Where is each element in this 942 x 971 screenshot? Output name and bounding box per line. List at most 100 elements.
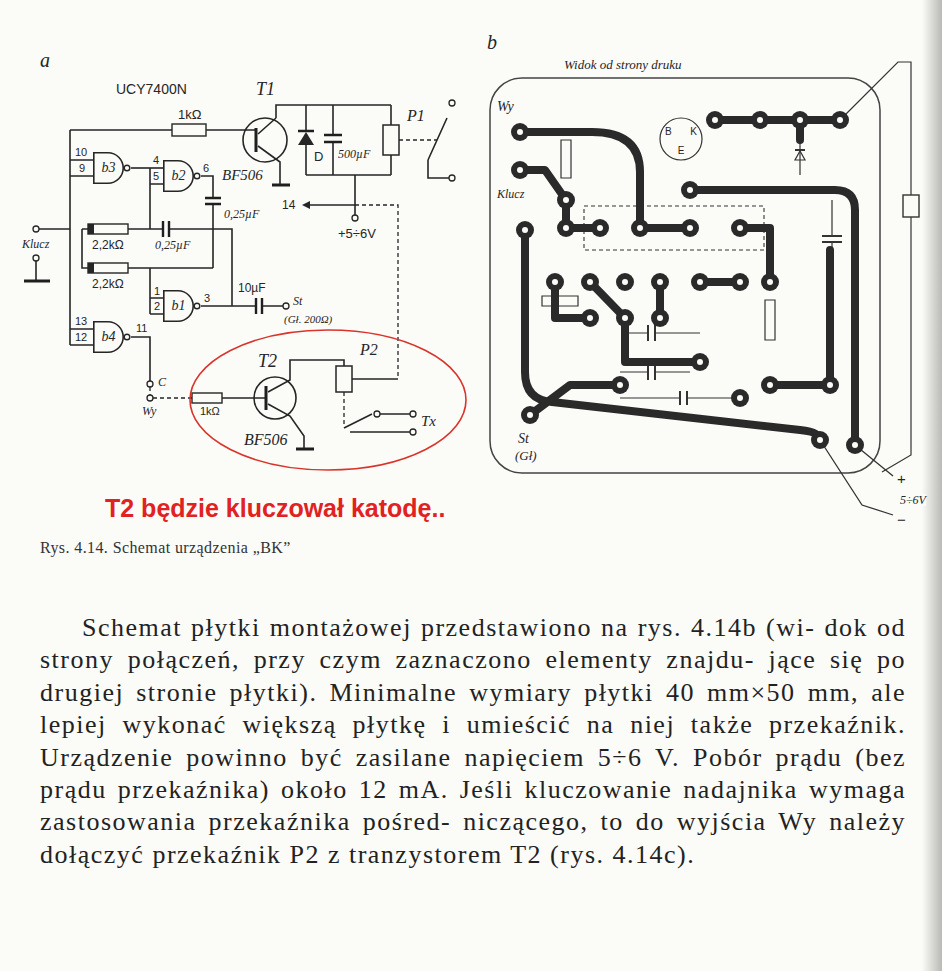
schematic-label: 1kΩ [178, 108, 201, 121]
pad-hole [767, 279, 773, 285]
circuit-wires [36, 105, 449, 449]
schematic-label: 10 [75, 147, 87, 158]
pad [611, 376, 629, 394]
copper-traces [520, 120, 855, 445]
pad-hole [737, 395, 743, 401]
pad [821, 376, 839, 394]
dashed-wires [150, 140, 437, 424]
pad [581, 273, 599, 291]
schematic-label: (Gł. 200Ω) [284, 314, 332, 325]
pad-hole [517, 129, 523, 135]
pad [511, 161, 529, 179]
pad-hole [617, 382, 623, 388]
pad-hole [687, 225, 693, 231]
gate-body [94, 153, 123, 183]
resistor-end [88, 263, 94, 273]
schematic-label: 11 [136, 323, 147, 334]
schematic-label: Klucz [22, 238, 49, 250]
pad-hole [657, 279, 663, 285]
arrow-head [302, 201, 310, 209]
pad [616, 309, 634, 327]
pad [761, 273, 779, 291]
schematic-label: 0,25µF [224, 208, 259, 220]
schematic-label: BF506 [244, 432, 288, 448]
pad-hole [712, 117, 718, 123]
pad [557, 191, 575, 209]
terminal [33, 255, 39, 261]
terminal [449, 100, 455, 106]
pad-hole [697, 359, 703, 365]
inversion-bubble [124, 334, 130, 340]
pad-hole [597, 225, 603, 231]
pad-hole [837, 117, 843, 123]
schematic-label: Wy [497, 100, 514, 114]
pad-hole [657, 315, 663, 321]
schematic-label: 4 [153, 155, 159, 166]
pad [831, 111, 849, 129]
gate-name: b2 [172, 168, 186, 184]
diode-outline [795, 151, 805, 160]
relay-coil [336, 366, 352, 392]
terminal [283, 303, 289, 309]
gate-body [164, 161, 193, 191]
pad [681, 219, 699, 237]
pad [691, 273, 709, 291]
inversion-bubble [124, 165, 130, 171]
gate-name: b4 [102, 329, 116, 345]
relay-coil [383, 125, 399, 155]
terminal [410, 429, 416, 435]
pad [691, 353, 709, 371]
annotation-note: T2 będzie kluczował katodę.. [105, 496, 445, 521]
schematic-label: P1 [407, 108, 425, 124]
gate-body [94, 322, 123, 352]
nand-gate: b3 [93, 152, 131, 184]
schematic-label: P2 [360, 342, 378, 358]
resistor-symbol [172, 124, 206, 136]
schematic-label: St [293, 295, 302, 307]
pad [706, 111, 724, 129]
pad-hole [517, 167, 523, 173]
pad-hole [797, 117, 803, 123]
transistor-symbol [254, 377, 296, 419]
schematic-label: 2,2kΩ [92, 278, 124, 290]
schematic-label: 9 [79, 163, 85, 174]
schematic-label: 5÷6V [900, 494, 926, 506]
pad-hole [637, 225, 643, 231]
schematic-label: 2,2kΩ [92, 239, 124, 251]
pad-hole [587, 279, 593, 285]
terminal [33, 226, 39, 232]
resistor-symbol [88, 224, 128, 234]
pad-hole [552, 279, 558, 285]
pad-hole [587, 315, 593, 321]
schematic-label: + [897, 471, 906, 486]
schematic-label: 2 [154, 301, 160, 312]
pinout-circle: BKE [659, 117, 703, 161]
pad-hole [817, 437, 823, 443]
pad-hole [697, 279, 703, 285]
schematic-label: D [314, 150, 323, 163]
pad-hole [852, 442, 858, 448]
schematic-label: +5÷6V [338, 227, 376, 240]
pad [731, 219, 749, 237]
body-text: Schemat płytki montażowej przedstawiono … [40, 612, 906, 871]
schematic-label: Tx [421, 414, 436, 429]
figure-caption: Rys. 4.14. Schemat urządzenia „BK” [40, 540, 291, 556]
board-outline [490, 78, 880, 473]
schematic-label: 6 [203, 163, 209, 174]
pad-hole [737, 225, 743, 231]
pad-hole [827, 382, 833, 388]
resistor-symbol [192, 393, 222, 403]
wire-connector [131, 167, 163, 169]
pad-hole [767, 382, 773, 388]
transistor-footprint [660, 118, 702, 160]
pad [731, 389, 749, 407]
schematic-label: C [158, 376, 166, 388]
inversion-bubble [194, 303, 200, 309]
schematic-label: UCY7400N [116, 82, 187, 96]
schematic-label: (Gł) [515, 449, 537, 462]
schematic-label: 5 [153, 171, 159, 182]
schematic-label: b [487, 32, 497, 52]
schematic-label: 1kΩ [200, 406, 220, 417]
pad-hole [522, 227, 528, 233]
nand-gate: b2 [163, 160, 201, 192]
